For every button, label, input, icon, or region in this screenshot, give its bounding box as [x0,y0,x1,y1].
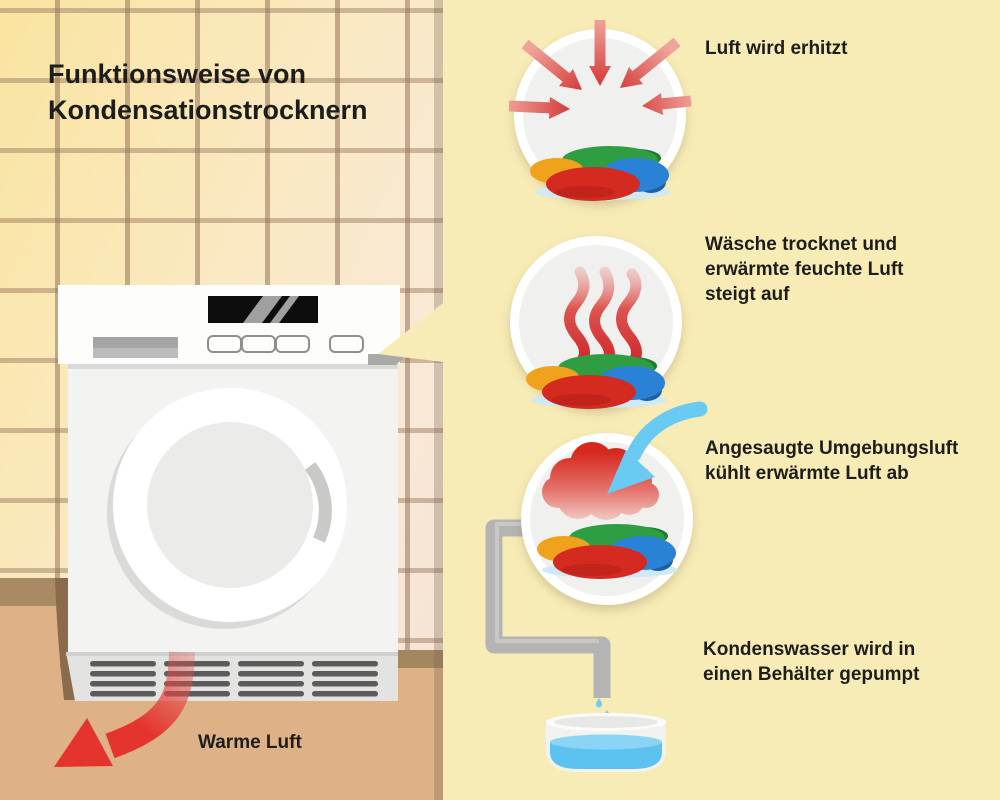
condensate-plumbing [485,519,666,772]
warm-air-arrow [54,651,195,767]
dryer-illustration [0,0,443,800]
heat-arrows-icon [508,20,692,119]
dryer-buttons [207,335,364,353]
callout-wedge [378,303,443,362]
step-1-label: Luft wird erhitzt [705,38,848,59]
drain-pipe [485,519,611,698]
cool-air-arrow-icon [607,401,708,494]
tiled-wall-scene: Funktionsweise von Kondensationstrockner… [0,0,443,800]
dryer-drawer [93,337,178,358]
steps-panel: Luft wird erhitzt Wäsche trocknet und er… [443,0,1000,800]
step-2-label: Wäsche trocknet und erwärmte feuchte Luf… [705,234,904,305]
dryer [58,285,400,701]
callout-shadow [368,354,408,365]
step-4-label: Kondenswasser wird in einen Behälter gep… [703,639,920,685]
page-title: Funktionsweise von Kondensationstrockner… [48,59,368,125]
step-graphics [508,20,708,579]
step-3-label: Angesaugte Umgebungsluft kühlt erwärmte … [705,438,959,484]
wall-edge-shadow [434,0,443,800]
door-handle [304,461,332,543]
condensate-bowl [546,713,666,772]
dryer-display [208,296,318,323]
warm-air-label: Warme Luft [198,732,302,753]
condensed-water [550,742,662,769]
